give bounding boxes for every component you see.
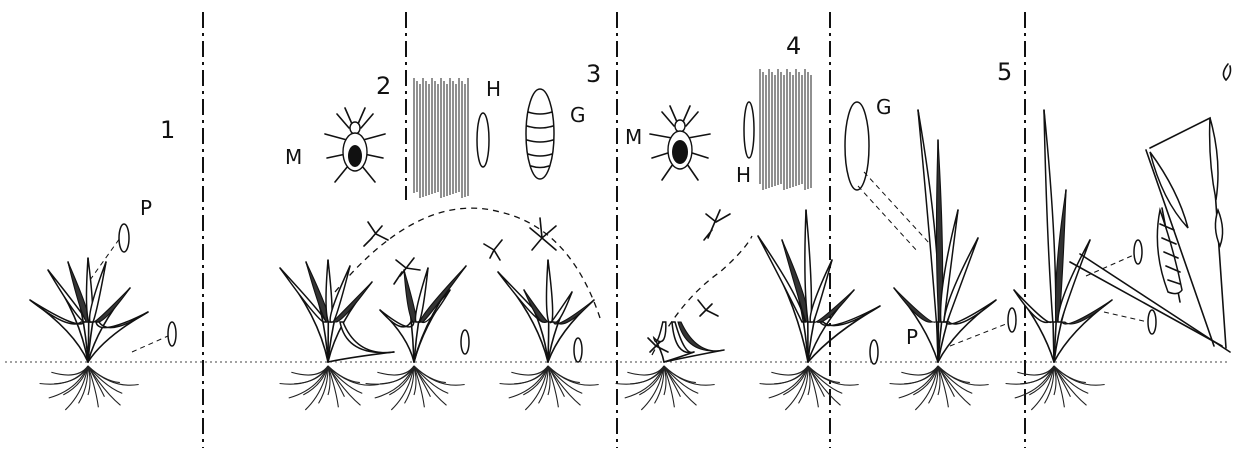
plant-stage3 [498, 260, 599, 410]
leader-p-stage5 [950, 324, 1006, 346]
label-h-stage4: H [736, 163, 751, 187]
egg-stage5 [1008, 308, 1016, 332]
egg-stage3 [574, 338, 582, 362]
insect-m-stage4 [650, 106, 710, 180]
egg-stage4 [870, 340, 878, 364]
plant-stage5 [890, 110, 996, 410]
pupa-p-stage1 [119, 224, 129, 252]
fly-stage4a [704, 210, 730, 240]
plant-stage1 [30, 258, 148, 410]
leaf-sheath-stage4 [760, 68, 812, 190]
flight-path-stage2-3 [335, 208, 600, 318]
insect-m-stage2 [325, 108, 385, 182]
plant-stage2b [366, 266, 466, 410]
leader-g-stage5 [858, 172, 930, 252]
plant-stage4a [616, 322, 724, 410]
stage-number-2: 2 [376, 72, 391, 100]
egg-h-stage4 [744, 102, 754, 158]
leaf-sheath-stage2 [414, 78, 468, 198]
label-h-stage2: H [486, 77, 501, 101]
stage-number-1: 1 [160, 116, 175, 144]
stage-number-3: 3 [586, 60, 601, 88]
plant-stage2a [280, 260, 394, 410]
label-p-stage5: P [906, 325, 918, 349]
stage-number-6-partial [1223, 64, 1230, 80]
stage-number-4: 4 [786, 32, 801, 60]
larva-g-stage3 [526, 89, 554, 179]
egg-stage6a [1134, 240, 1142, 264]
fly-stage3b [530, 218, 556, 250]
egg-stage1 [168, 322, 176, 346]
label-m-stage2: M [285, 145, 302, 169]
flight-path-stage4 [652, 236, 752, 355]
egg-stage6b [1148, 310, 1156, 334]
larva-g-stage5 [845, 102, 869, 190]
egg-h-stage2 [477, 113, 489, 167]
egg-stage2 [461, 330, 469, 354]
plant-stage4b [758, 210, 880, 410]
fly-stage3a [484, 240, 502, 260]
label-g-stage5: G [876, 95, 892, 119]
stage-number-5: 5 [997, 58, 1012, 86]
plant-stage6 [1006, 110, 1112, 410]
label-p-stage1: P [140, 196, 152, 220]
wheat-plants [30, 110, 1112, 410]
wheat-ear-stage6 [1157, 208, 1182, 302]
fly-stage4b [698, 300, 718, 316]
label-g-stage3: G [570, 103, 586, 127]
leader-p-stage1 [90, 238, 120, 280]
label-m-stage4: M [625, 125, 642, 149]
leader-egg-stage1 [132, 336, 168, 352]
